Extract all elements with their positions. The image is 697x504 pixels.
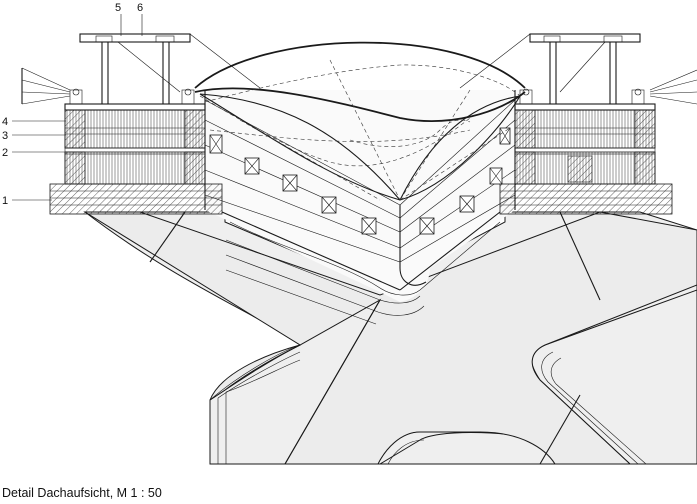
right-roof-module (459, 33, 697, 215)
callout-6: 6 (137, 2, 143, 14)
callout-5: 5 (115, 2, 121, 14)
left-roof-module (21, 33, 261, 215)
roof-detail-drawing: 1 2 3 4 5 6 (2, 2, 697, 465)
callout-leaders (12, 14, 143, 201)
callout-3: 3 (2, 130, 8, 142)
callout-2: 2 (2, 147, 8, 159)
callout-4: 4 (2, 116, 8, 128)
concrete-slab-cross (83, 211, 697, 465)
drawing-caption: Detail Dachaufsicht, M 1 : 50 (2, 486, 162, 500)
callout-1: 1 (2, 195, 8, 207)
membrane-cushion (194, 41, 526, 201)
